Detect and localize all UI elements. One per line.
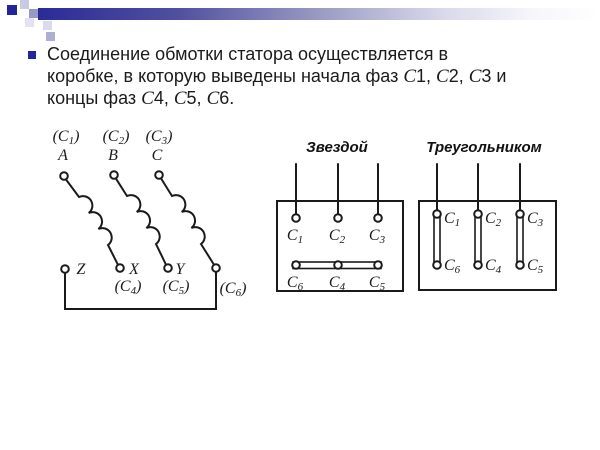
- delta-label-c4: C4: [485, 257, 502, 276]
- terminal-b: [109, 170, 119, 180]
- terminal-c: [154, 170, 164, 180]
- star-label-c1: C1: [287, 227, 303, 246]
- header-gradient-bar: [38, 8, 600, 20]
- delta-terminal-c5: [515, 260, 525, 270]
- delta-link-1: [433, 213, 441, 266]
- delta-label-c3: C3: [527, 210, 544, 229]
- terminal-x: [115, 263, 125, 273]
- delta-terminal-box: [418, 200, 557, 291]
- delta-terminal-c4: [473, 260, 483, 270]
- delta-terminal-c3: [515, 209, 525, 219]
- phase-a-label: A: [57, 147, 68, 164]
- coil-b: [115, 177, 167, 266]
- terminal-y: [163, 263, 173, 273]
- stator-winding-diagram: (C1) (C2) (C3) A B C Z X Y (C4): [53, 128, 247, 310]
- star-terminal-box: [276, 200, 404, 292]
- delta-terminal-c6: [432, 260, 442, 270]
- slide-text: Соединение обмотки статора осуществляетс…: [47, 43, 587, 109]
- star-terminal-c4: [333, 260, 343, 270]
- bullet-icon: [28, 51, 36, 59]
- coil-c: [160, 177, 215, 266]
- label-c3-start: (C3): [146, 128, 173, 147]
- delta-title: Треугольником: [426, 139, 542, 156]
- terminal-c6: [211, 263, 221, 273]
- star-connection-diagram: Звездой C1 C2 C3 C6 C4 C5: [276, 139, 404, 293]
- star-terminal-c6: [291, 260, 301, 270]
- delta-label-c6: C6: [444, 257, 461, 276]
- delta-terminal-c1: [432, 209, 442, 219]
- deco-square-navy: [7, 5, 17, 15]
- star-title: Звездой: [306, 139, 368, 156]
- phase-y-label: Y: [176, 261, 187, 278]
- delta-terminal-c2: [473, 209, 483, 219]
- terminal-a: [59, 171, 69, 181]
- terminal-z: [60, 264, 70, 274]
- star-label-c2: C2: [329, 227, 346, 246]
- star-label-c5: C5: [369, 274, 386, 293]
- star-label-c3: C3: [369, 227, 386, 246]
- text-line-2: коробке, в которую выведены начала фаз С…: [47, 66, 507, 87]
- star-terminal-c3: [373, 213, 383, 223]
- label-c1-start: (C1): [53, 128, 80, 147]
- coil-a: [65, 178, 119, 266]
- deco-square-light-top: [20, 0, 29, 9]
- delta-connection-diagram: Треугольником C1 C2 C3 C6 C4 C5: [418, 139, 557, 291]
- delta-link-2: [474, 213, 482, 266]
- deco-square-pale: [25, 18, 34, 27]
- delta-label-c2: C2: [485, 210, 502, 229]
- delta-link-3: [516, 213, 524, 266]
- phase-x-label: X: [128, 261, 140, 278]
- star-terminal-c2: [333, 213, 343, 223]
- deco-square-below-1: [43, 21, 52, 30]
- text-line-1: Соединение обмотки статора осуществляетс…: [47, 44, 449, 64]
- jumper-bracket: [64, 271, 217, 310]
- label-c5-end: (C5): [163, 278, 190, 297]
- phase-b-label: B: [108, 147, 118, 164]
- phase-c-label: C: [152, 147, 163, 164]
- star-label-c4: C4: [329, 274, 346, 293]
- star-label-c6: C6: [287, 274, 304, 293]
- label-c4-end: (C4): [115, 278, 142, 297]
- star-terminal-c5: [373, 260, 383, 270]
- label-c6-end: (C6): [220, 280, 247, 299]
- label-c2-start: (C2): [103, 128, 130, 147]
- deco-square-mid: [29, 9, 38, 18]
- phase-z-label: Z: [77, 261, 87, 278]
- star-terminal-c1: [291, 213, 301, 223]
- deco-square-below-2: [46, 32, 55, 41]
- text-line-3: концы фаз С4, С5, С6.: [47, 88, 235, 109]
- delta-label-c1: C1: [444, 210, 460, 229]
- delta-label-c5: C5: [527, 257, 544, 276]
